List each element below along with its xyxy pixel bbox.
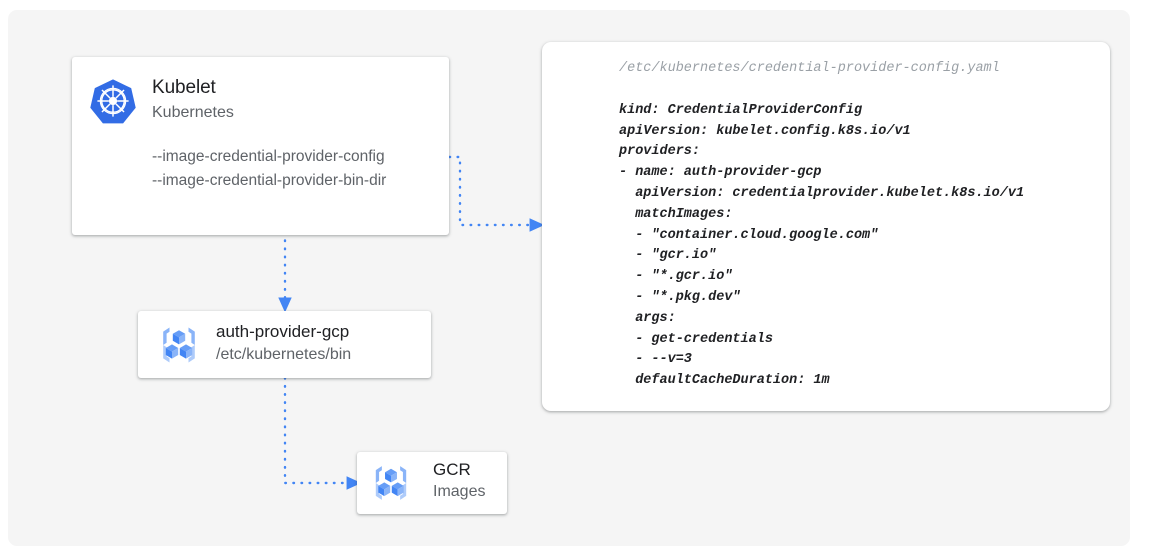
gcr-card-subtitle: Images <box>433 483 486 500</box>
kubelet-card-title: Kubelet <box>152 77 216 98</box>
code-line: - name: auth-provider-gcp <box>619 165 822 181</box>
code-line: - "*.pkg.dev" <box>619 289 741 305</box>
auth-provider-gcp-card[interactable]: auth-provider-gcp /etc/kubernetes/bin <box>138 311 431 378</box>
gcr-card[interactable]: GCR Images <box>357 452 507 514</box>
code-line: - "*.gcr.io" <box>619 269 733 285</box>
code-line: - get-credentials <box>619 331 773 347</box>
credential-provider-config-panel[interactable]: /etc/kubernetes/credential-provider-conf… <box>542 42 1110 411</box>
auth-provider-gcp-subtitle: /etc/kubernetes/bin <box>216 346 352 363</box>
code-line: - --v=3 <box>619 352 692 368</box>
code-line: providers: <box>619 144 701 160</box>
code-line: apiVersion: credentialprovider.kubelet.k… <box>619 185 1025 201</box>
code-line: args: <box>619 310 676 326</box>
kubernetes-helm-icon <box>89 77 137 125</box>
code-line: kind: CredentialProviderConfig <box>619 102 863 118</box>
code-line: apiVersion: kubelet.config.k8s.io/v1 <box>619 123 911 139</box>
kubelet-flag-config: --image-credential-provider-config <box>152 148 385 165</box>
container-registry-icon <box>153 319 205 371</box>
container-registry-icon <box>366 458 416 508</box>
kubelet-card[interactable]: Kubelet Kubernetes --image-credential-pr… <box>72 57 449 235</box>
kubelet-card-subtitle: Kubernetes <box>152 104 234 121</box>
code-filename: /etc/kubernetes/credential-provider-conf… <box>619 61 1000 76</box>
code-lines: kind: CredentialProviderConfig apiVersion… <box>619 101 1100 392</box>
kubelet-flag-bin-dir: --image-credential-provider-bin-dir <box>152 172 387 189</box>
code-content: /etc/kubernetes/credential-provider-conf… <box>619 59 1100 403</box>
code-line: defaultCacheDuration: 1m <box>619 373 830 389</box>
gcr-card-title: GCR <box>433 460 471 479</box>
code-line: - "gcr.io" <box>619 248 717 264</box>
auth-provider-gcp-title: auth-provider-gcp <box>216 322 350 341</box>
code-line: - "container.cloud.google.com" <box>619 227 879 243</box>
code-line: matchImages: <box>619 206 733 222</box>
